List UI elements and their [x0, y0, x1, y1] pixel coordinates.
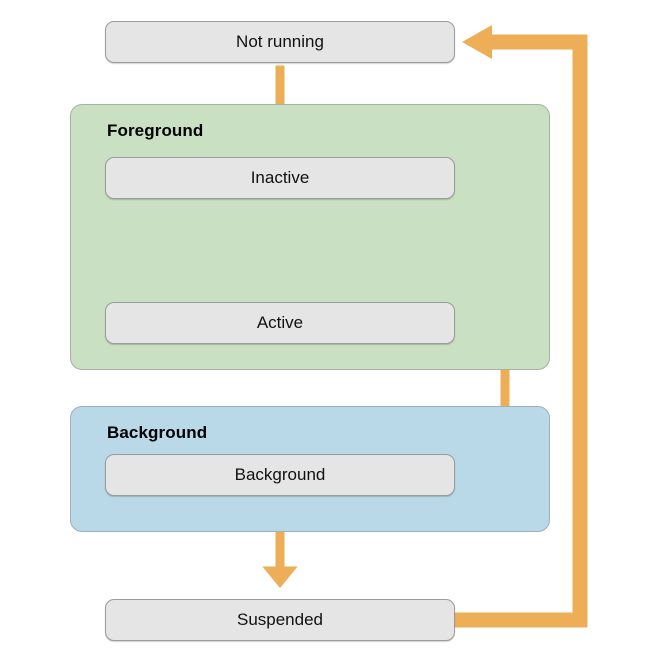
- state-label-suspended: Suspended: [236, 610, 324, 629]
- state-label-not-running: Not running: [236, 32, 324, 51]
- state-label-inactive: Inactive: [250, 168, 310, 187]
- state-label-background: Background: [234, 465, 326, 484]
- group-title-background: Background: [107, 423, 208, 442]
- state-label-active: Active: [256, 313, 304, 332]
- state-box-background[interactable]: Background: [105, 454, 455, 496]
- state-box-suspended[interactable]: Suspended: [105, 599, 455, 641]
- group-title-foreground: Foreground: [107, 121, 204, 140]
- state-box-active[interactable]: Active: [105, 302, 455, 344]
- state-box-inactive[interactable]: Inactive: [105, 157, 455, 199]
- state-box-not-running[interactable]: Not running: [105, 21, 455, 63]
